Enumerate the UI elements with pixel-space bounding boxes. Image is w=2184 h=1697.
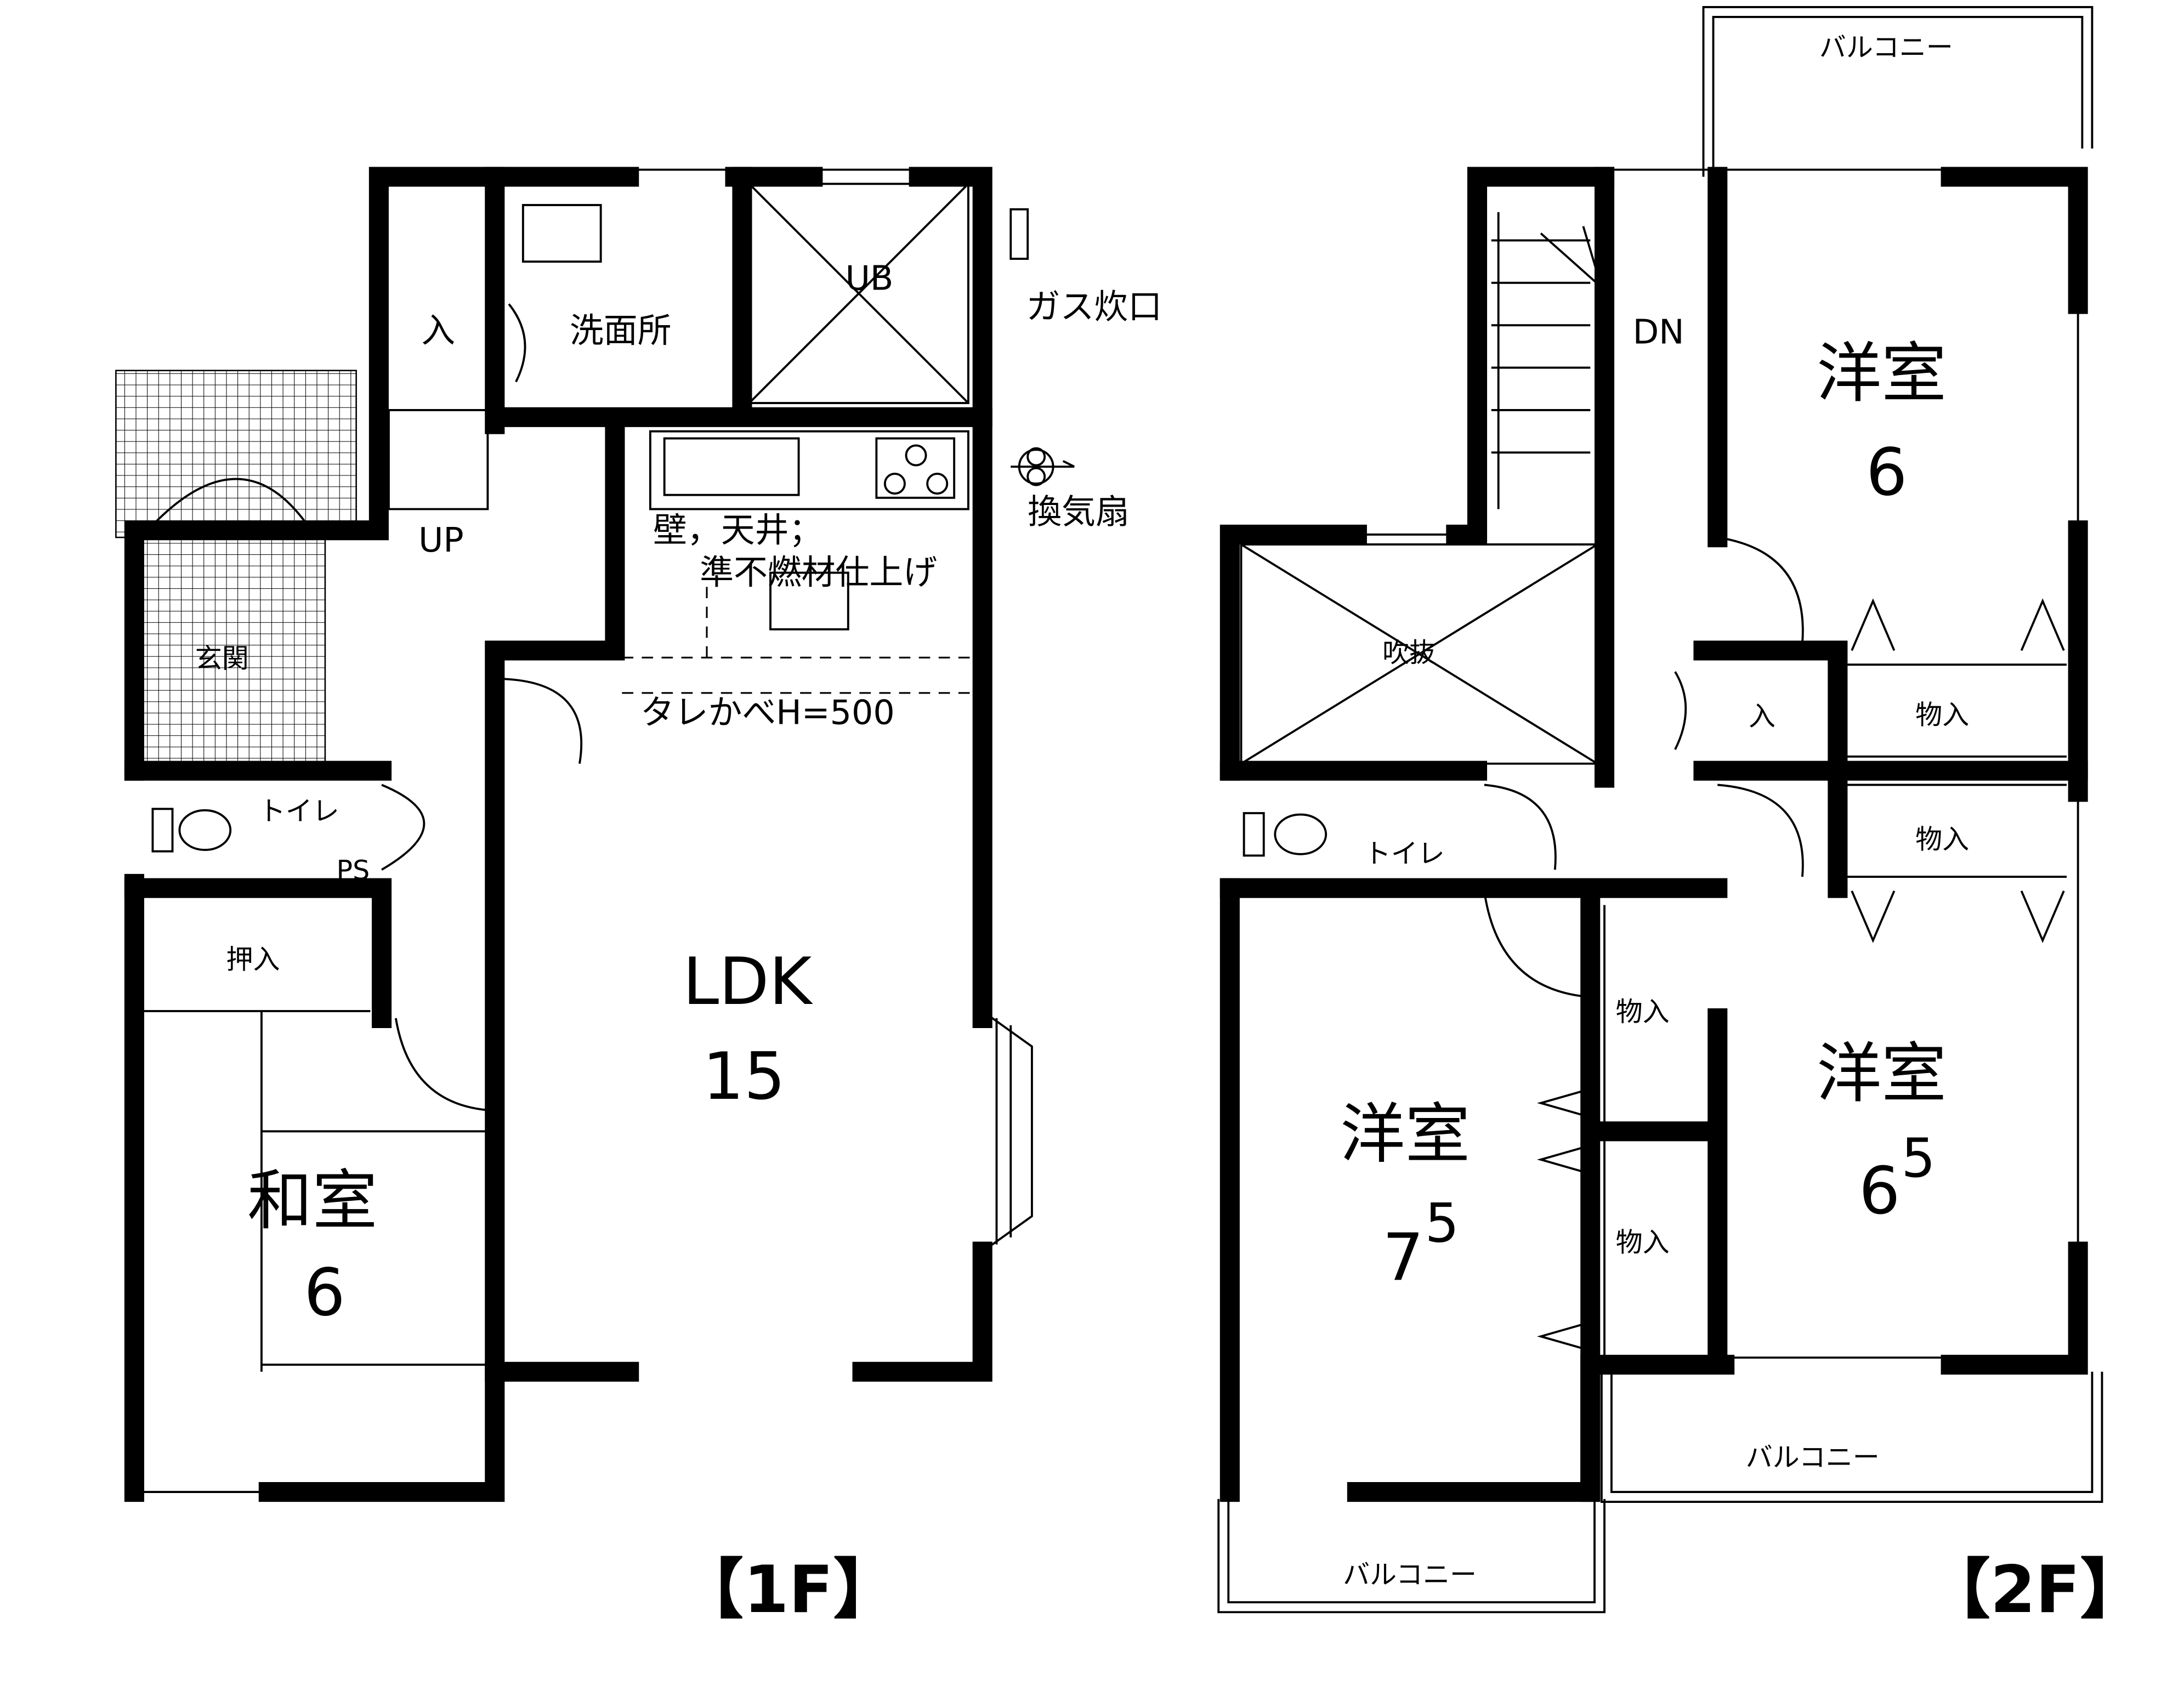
balcony-left-label: バルコニー	[1343, 1559, 1477, 1591]
stairs-up-label: UP	[418, 520, 464, 560]
first-floor-thin-lines	[134, 168, 1075, 1493]
western-room-sw-name: 洋室	[1340, 1097, 1470, 1172]
second-floor-title: 【2F】	[1925, 1552, 2145, 1627]
entrance-porch-tiles	[115, 370, 357, 538]
balcony-right-label: バルコニー	[1746, 1442, 1880, 1473]
first-floor-plan: 入 洗面所 UB ガス炊口 換気扇 UP 壁，天井； 準不燃材仕上げ タレかべH…	[115, 167, 1162, 1627]
toilet-fixture-icon	[151, 808, 232, 853]
sink	[663, 437, 800, 496]
first-floor-title: 【1F】	[678, 1552, 898, 1627]
first-floor-walls	[124, 167, 992, 1502]
washroom-label: 洗面所	[570, 311, 672, 350]
gas-heater-label: ガス炊口	[1026, 287, 1162, 326]
pipe-space-label: PS	[337, 855, 370, 886]
kitchen-counter	[649, 430, 969, 510]
toilet-label-2f: トイレ	[1364, 838, 1445, 869]
japanese-room-size: 6	[304, 1255, 345, 1331]
entrance-label: 玄関	[195, 643, 249, 674]
bath-label: UB	[846, 259, 894, 298]
western-room-ne-size: 6	[1866, 435, 1907, 510]
second-floor-walls	[1219, 167, 2088, 1502]
void-label: 吹抜	[1382, 637, 1436, 668]
vent-fan-label: 換気扇	[1028, 492, 1130, 531]
closet-1-label: 物入	[1915, 700, 1969, 731]
second-floor-plan: バルコニー バルコニー バルコニー DN 吹抜 入 物入 物入 物入 物入 トイ…	[1217, 5, 2145, 1627]
ldk-room-size: 15	[702, 1038, 785, 1114]
western-room-se-size: 6	[1859, 1153, 1900, 1229]
stove	[875, 437, 956, 499]
closet-label: 押入	[226, 944, 280, 975]
western-room-se-name: 洋室	[1817, 1036, 1947, 1111]
washbasin	[521, 204, 602, 263]
kitchen-island	[769, 571, 849, 631]
entrance-floor-tiles	[140, 536, 326, 768]
western-room-sw-size-decimal: 5	[1425, 1192, 1459, 1255]
gas-heater-icon	[1009, 208, 1029, 260]
closet-4-label: 物入	[1616, 1227, 1670, 1258]
stairs-down-label: DN	[1633, 313, 1684, 352]
balconies	[1217, 5, 2103, 1614]
finish-note-line1: 壁，天井；	[653, 510, 822, 550]
closet-2-label: 物入	[1915, 824, 1969, 855]
western-room-ne-name: 洋室	[1817, 336, 1947, 411]
balcony-top-label: バルコニー	[1819, 32, 1953, 63]
toilet-fixture-icon	[1243, 812, 1328, 857]
finish-note-line2: 準不燃材仕上げ	[700, 553, 937, 592]
ldk-room-name: LDK	[683, 944, 813, 1019]
entry-storage-label: 入	[421, 311, 455, 350]
small-storage-label: 入	[1749, 701, 1775, 732]
toilet-label: トイレ	[259, 796, 339, 827]
western-room-sw-size: 7	[1382, 1219, 1423, 1295]
closet-3-label: 物入	[1616, 996, 1670, 1028]
western-room-se-size-decimal: 5	[1901, 1127, 1935, 1190]
hanging-wall-label: タレかべH=500	[640, 693, 895, 733]
vent-fan-icon	[1011, 447, 1075, 486]
second-floor-thin-lines	[1240, 168, 2079, 1486]
japanese-room-name: 和室	[247, 1163, 377, 1239]
